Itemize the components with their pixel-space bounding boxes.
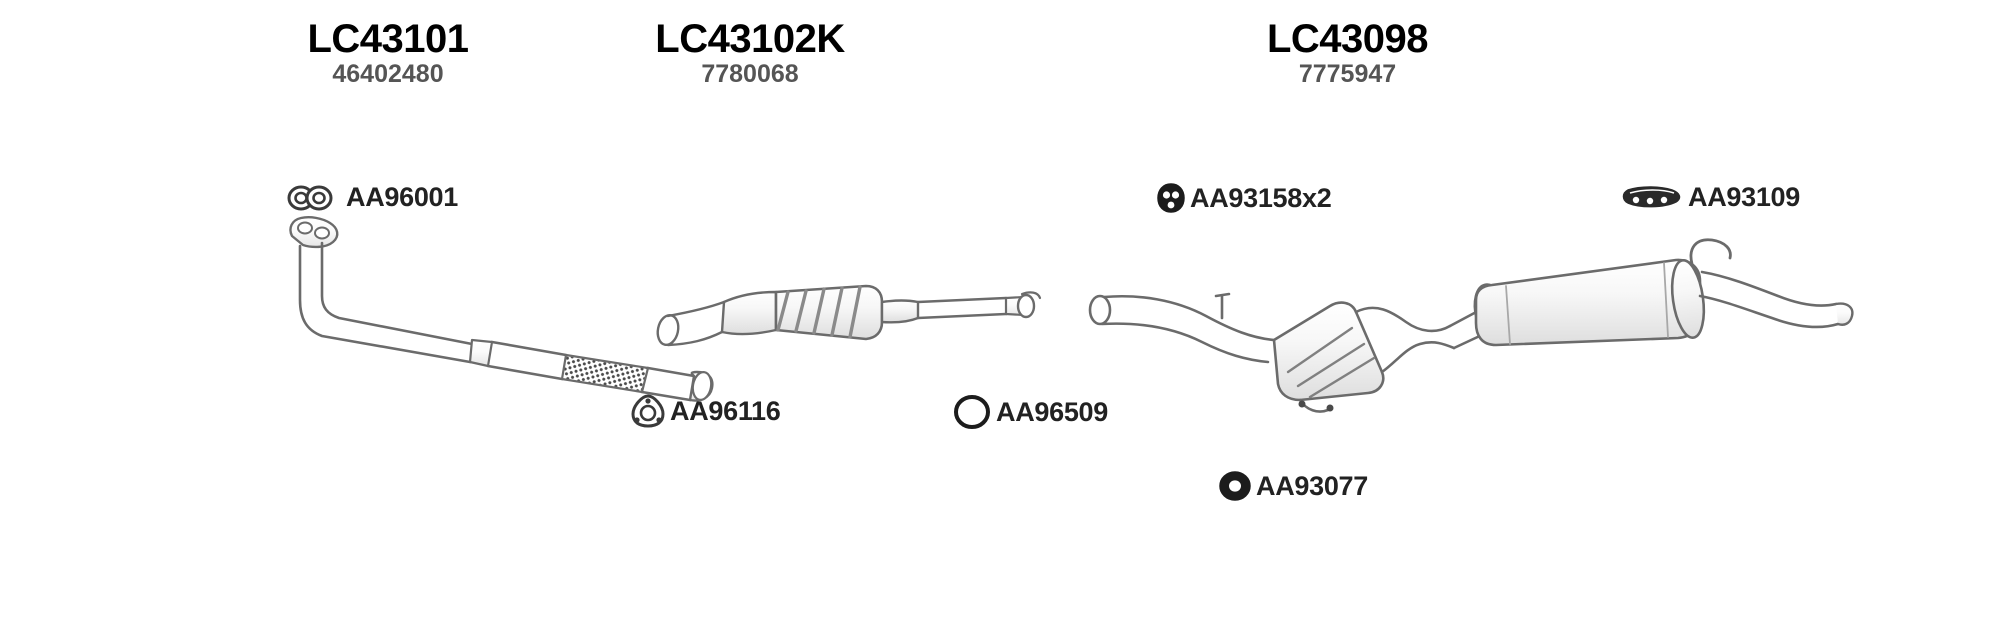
silencer-hanger-hook <box>1689 238 1732 266</box>
assembly-oe-number: 7775947 <box>1298 60 1397 88</box>
part-callout-aa96001: AA96001 <box>286 182 458 213</box>
assembly-title-front-pipe: LC43101 46402480 <box>283 18 493 89</box>
rubber-hanger-strap-icon <box>1620 184 1684 212</box>
assembly-ref: LC43101 <box>307 17 469 61</box>
rear-silencer-assembly <box>1448 238 1854 350</box>
part-label: AA93158x2 <box>1190 182 1332 213</box>
rubber-mount-icon <box>1156 182 1186 214</box>
assembly-title-rear-silencer: LC43098 7775947 <box>1240 18 1455 89</box>
part-label: AA93077 <box>1256 470 1368 501</box>
assembly-oe-number: 46402480 <box>332 60 444 88</box>
tail-pipe <box>1698 270 1854 329</box>
assembly-oe-number: 7780068 <box>701 60 799 88</box>
part-callout-aa93077: AA93077 <box>1218 470 1368 502</box>
part-callout-aa93109: AA93109 <box>1620 182 1800 213</box>
part-label: AA93109 <box>1688 182 1800 212</box>
double-ring-gasket-icon <box>286 183 342 213</box>
assembly-ref: LC43102K <box>655 17 845 61</box>
ring-gasket-icon <box>952 394 992 430</box>
part-label: AA96001 <box>346 182 458 212</box>
assembly-title-catalytic-converter: LC43102K 7780068 <box>630 18 870 89</box>
part-label: AA96509 <box>996 396 1108 427</box>
hanger-pin <box>1214 292 1231 320</box>
centre-box <box>1272 301 1385 413</box>
catalytic-converter-assembly <box>656 284 1042 347</box>
part-callout-aa96509: AA96509 <box>952 394 1108 430</box>
part-callout-aa93158: AA93158x2 <box>1156 182 1332 214</box>
part-callout-aa96116: AA96116 <box>630 394 781 428</box>
front-pipe-flange <box>289 216 339 249</box>
assembly-ref: LC43098 <box>1266 17 1429 61</box>
triangular-flange-gasket-icon <box>630 394 666 428</box>
front-pipe-assembly <box>289 216 714 402</box>
flex-pipe-section <box>560 353 650 394</box>
part-label: AA96116 <box>670 395 781 426</box>
thick-grommet-icon <box>1218 470 1252 502</box>
intermediate-pipe-assembly <box>1088 292 1456 413</box>
